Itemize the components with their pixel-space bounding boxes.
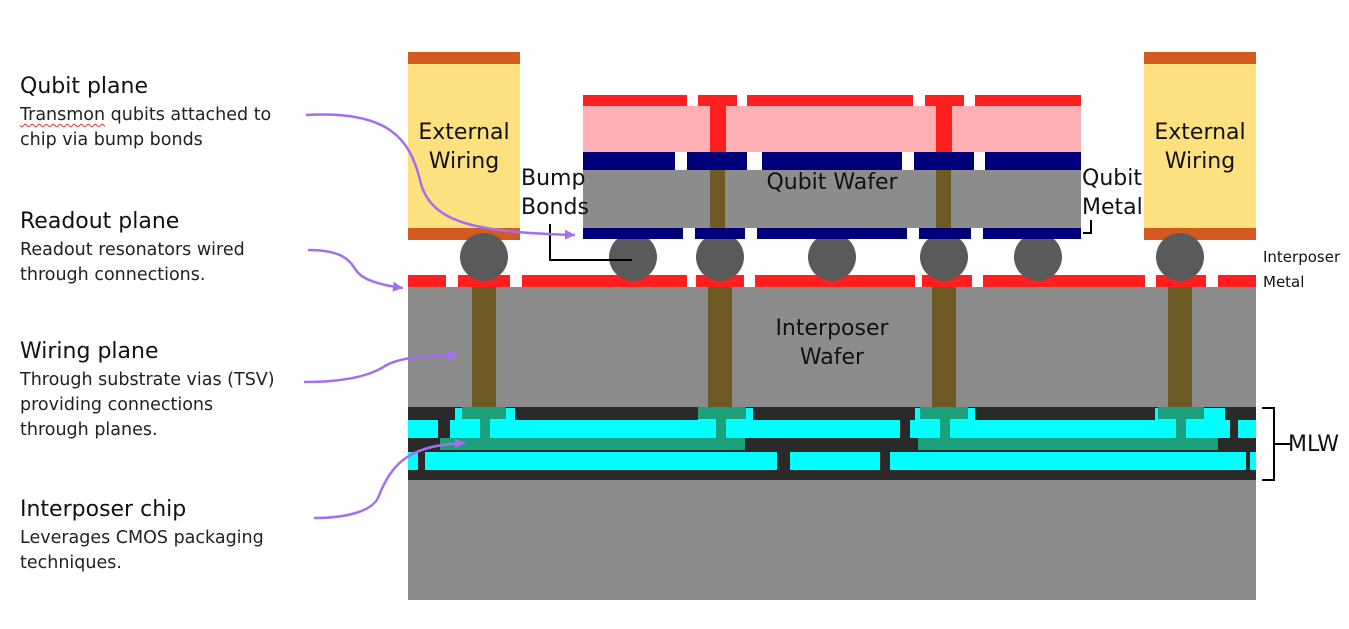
wiring-plane-desc-line1: Through substrate vias (TSV) (20, 370, 275, 390)
external-wiring-right-label: External Wiring (1154, 120, 1246, 174)
wiring-plane-description: Through substrate vias (TSV) providing c… (20, 368, 275, 443)
qubit-plane-desc-underlined: Transmon (20, 105, 106, 125)
wiring-plane-title: Wiring plane (20, 339, 159, 364)
qubit-wafer-label: Qubit Wafer (766, 170, 898, 195)
interposer-chip-desc-line2: techniques. (20, 553, 122, 573)
mlw-label: MLW (1288, 432, 1339, 457)
bump-bonds (460, 233, 1204, 281)
wiring-plane-desc-line2: providing connections (20, 395, 214, 415)
qubit-plane-desc-line2: chip via bump bonds (20, 130, 203, 150)
bump-bonds-leader (549, 224, 632, 261)
interposer-metal-label: Interposer Metal (1263, 248, 1341, 291)
qubit-plane-desc-line1: qubits attached to (105, 105, 272, 125)
qubit-chip (583, 95, 1081, 239)
qubit-plane-description: Transmon qubits attached to chip via bum… (20, 103, 271, 153)
interposer-chip-arrow (313, 438, 466, 520)
qubit-metal-leader (1083, 220, 1092, 234)
bump-bonds-label: Bump Bonds (521, 166, 589, 220)
readout-plane-arrow (307, 248, 404, 292)
external-wiring-left-label: External Wiring (418, 120, 510, 174)
interposer-wafer-label: Interposer Wafer (775, 316, 889, 370)
qubit-metal-label: Qubit Metal (1082, 166, 1143, 220)
readout-plane-title: Readout plane (20, 209, 180, 234)
interposer-chip-description: Leverages CMOS packaging techniques. (20, 526, 264, 576)
qubit-plane-title: Qubit plane (20, 74, 148, 99)
wiring-plane-desc-line3: through planes. (20, 420, 158, 440)
wiring-plane-arrow (303, 350, 459, 384)
readout-plane-description: Readout resonators wired through connect… (20, 238, 245, 288)
readout-plane-desc-line2: through connections. (20, 265, 206, 285)
callout-arrows (303, 113, 576, 520)
interposer-wafer (408, 287, 1256, 407)
interposer-chip-title: Interposer chip (20, 497, 187, 522)
mlw-bracket (1262, 407, 1275, 481)
readout-plane-desc-line1: Readout resonators wired (20, 240, 245, 260)
external-wiring-right-block (1144, 52, 1256, 240)
tsv-group (472, 287, 1192, 407)
interposer-chip-desc-line1: Leverages CMOS packaging (20, 528, 264, 548)
interposer-substrate (408, 480, 1256, 600)
qubit-plane-arrow (305, 113, 576, 240)
mlw-stack (408, 407, 1256, 480)
